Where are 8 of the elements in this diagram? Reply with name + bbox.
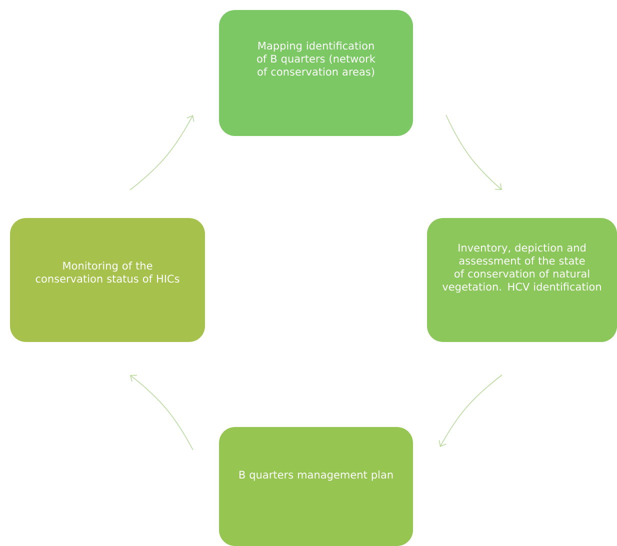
arrow <box>446 114 502 190</box>
process-box: B quarters management plan <box>219 427 413 546</box>
process-box: Mapping identification of B quarters (network of conservation areas) <box>219 10 413 136</box>
arrow <box>438 374 502 447</box>
process-box: Inventory, depiction and assessment of the state of conservation of natural vegetation. HCV identification <box>427 218 617 342</box>
process-box: Monitoring of the conservation status of HICs <box>10 218 205 342</box>
arrow <box>130 374 194 450</box>
arrow <box>130 115 194 190</box>
